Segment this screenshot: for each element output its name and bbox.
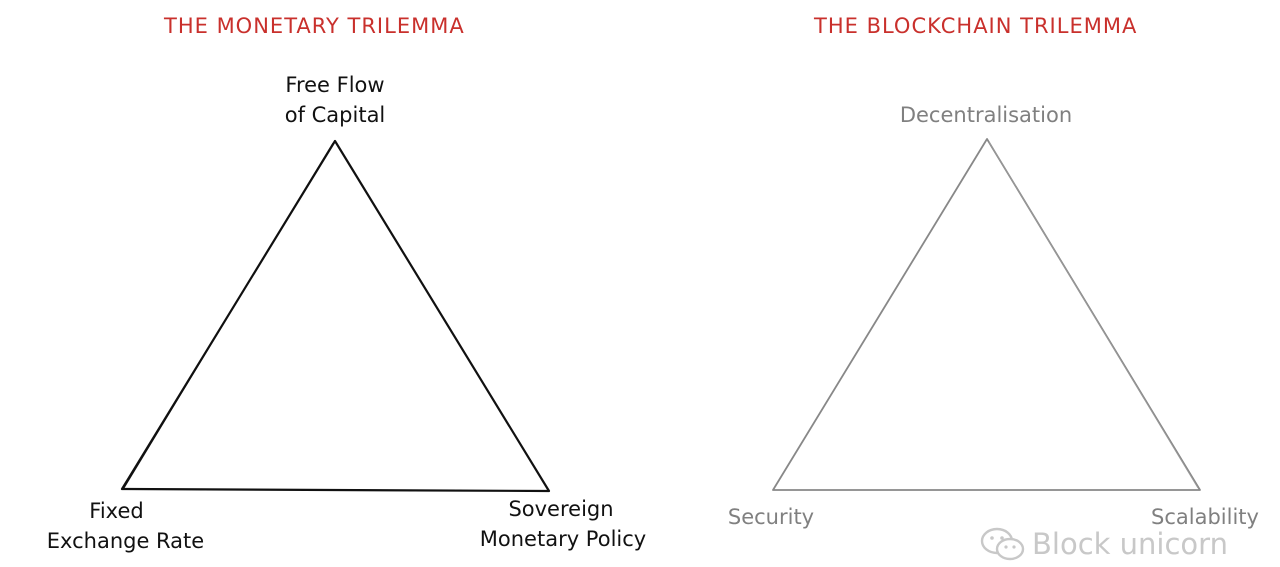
- left-title: THE MONETARY TRILEMMA: [164, 14, 465, 38]
- label-fixed-exchange-rate: Fixed Exchange Rate: [28, 496, 223, 556]
- label-line: Sovereign: [508, 497, 614, 521]
- watermark-text: Block unicorn: [1032, 527, 1228, 561]
- label-free-flow-of-capital: Free Flow of Capital: [264, 70, 406, 130]
- label-decentralisation: Decentralisation: [899, 103, 1073, 127]
- label-line: Exchange Rate: [46, 529, 205, 553]
- label-sovereign-monetary-policy: Sovereign Monetary Policy: [465, 494, 661, 554]
- monetary-triangle-sketch-stroke: [123, 142, 334, 489]
- right-title: THE BLOCKCHAIN TRILEMMA: [814, 14, 1138, 38]
- label-line: Free Flow: [285, 73, 385, 97]
- label-line: of Capital: [284, 103, 386, 127]
- watermark: Block unicorn: [980, 526, 1228, 562]
- monetary-triangle: [120, 139, 551, 493]
- label-scalability: Scalability: [1151, 505, 1259, 529]
- label-line: Monetary Policy: [479, 527, 647, 551]
- blockchain-triangle: [772, 138, 1201, 491]
- label-line: Fixed: [89, 499, 144, 523]
- wechat-icon: [980, 527, 1025, 561]
- label-security: Security: [727, 505, 815, 529]
- blockchain-triangle-sketch-stroke: [988, 141, 1199, 489]
